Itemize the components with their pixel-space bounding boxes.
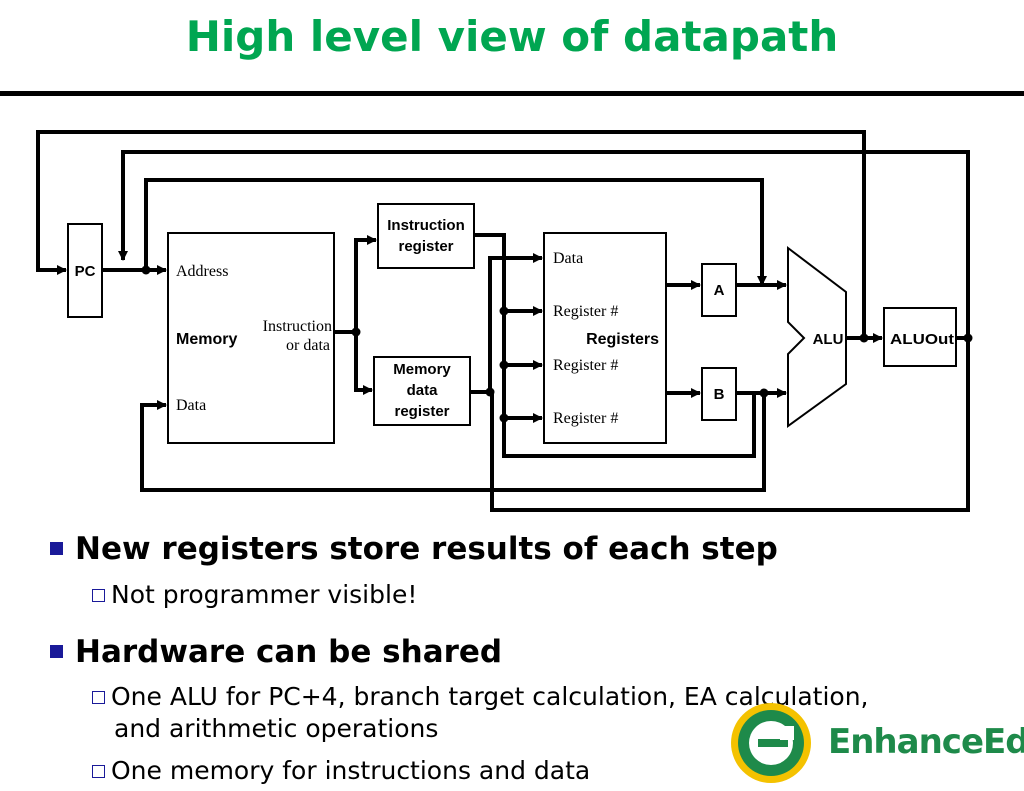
logo-text: EnhanceEdu — [828, 722, 1024, 762]
bullet-square-icon — [50, 542, 63, 555]
regs-reg1-label: Register # — [553, 303, 618, 320]
hollow-square-icon — [92, 691, 105, 704]
registers-box — [543, 232, 667, 444]
bullet-2-sub-1-cont: and arithmetic operations — [114, 714, 438, 743]
ir-label-1: Instruction — [387, 217, 465, 234]
bullet-1: New registers store results of each step — [50, 531, 778, 567]
wire-ir-loop — [502, 393, 756, 458]
bullet-2-text: Hardware can be shared — [75, 634, 503, 670]
memory-address-label: Address — [176, 263, 228, 280]
wire-alu-to-pc — [36, 130, 866, 338]
hollow-square-icon — [92, 589, 105, 602]
bullet-2-sub-1-cont-text: and arithmetic operations — [114, 714, 439, 743]
a-register-box — [701, 263, 737, 317]
aluout-box — [883, 307, 957, 367]
wire-b-to-memdata — [140, 393, 766, 492]
registers-label: Registers — [586, 331, 659, 348]
bullet-2-sub-2-text: One memory for instructions and data — [111, 756, 591, 785]
instruction-register-box — [377, 203, 475, 269]
bullet-1-sub-1: Not programmer visible! — [92, 580, 417, 609]
wire-loop-address — [144, 178, 767, 286]
regs-reg3-label: Register # — [553, 410, 618, 427]
wire-mdr-to-regdata — [470, 253, 543, 394]
memory-box — [167, 232, 335, 444]
bullet-1-text: New registers store results of each step — [75, 531, 778, 567]
wire-mem-to-ir — [334, 235, 377, 334]
memory-instr-label-1: Instruction — [263, 318, 332, 335]
datapath-diagram: PC Address Memory Instruction or data Da… — [36, 130, 973, 512]
wire-aluout-to-address — [118, 150, 970, 338]
mdr-label-3: register — [394, 403, 449, 420]
alu-shape — [787, 245, 847, 428]
a-label: A — [714, 282, 725, 299]
memory-instr-label-2: or data — [286, 337, 330, 354]
pc-label: PC — [75, 263, 96, 280]
wire-ir-to-regs — [474, 233, 543, 423]
bullet-2-sub-1: One ALU for PC+4, branch target calculat… — [92, 682, 868, 711]
b-label: B — [714, 386, 725, 403]
regs-data-label: Data — [553, 250, 583, 267]
wire-aluout-to-regdata — [490, 338, 970, 512]
memory-data-label: Data — [176, 397, 206, 414]
slide-title: High level view of datapath — [185, 12, 839, 61]
aluout-label: ALUOut — [890, 331, 954, 348]
bullet-2: Hardware can be shared — [50, 634, 502, 670]
memory-label: Memory — [176, 331, 237, 348]
ir-label-2: register — [398, 238, 453, 255]
regs-reg2-label: Register # — [553, 357, 618, 374]
e-circle-logo-icon — [731, 703, 811, 783]
pc-box — [67, 223, 103, 318]
mdr-label-2: data — [407, 382, 439, 399]
bullet-square-icon — [50, 645, 63, 658]
bullet-1-sub-1-text: Not programmer visible! — [111, 580, 418, 609]
bullet-2-sub-1-text: One ALU for PC+4, branch target calculat… — [111, 682, 869, 711]
title-divider — [0, 91, 1024, 96]
mdr-label-1: Memory — [393, 361, 451, 378]
b-register-box — [701, 367, 737, 421]
memory-data-register-box — [373, 356, 471, 426]
hollow-square-icon — [92, 765, 105, 778]
wire-mem-to-mdr — [354, 332, 373, 395]
alu-label: ALU — [813, 331, 844, 348]
bullet-2-sub-2: One memory for instructions and data — [92, 756, 590, 785]
enhanceedu-logo: EnhanceEdu — [728, 700, 1024, 785]
